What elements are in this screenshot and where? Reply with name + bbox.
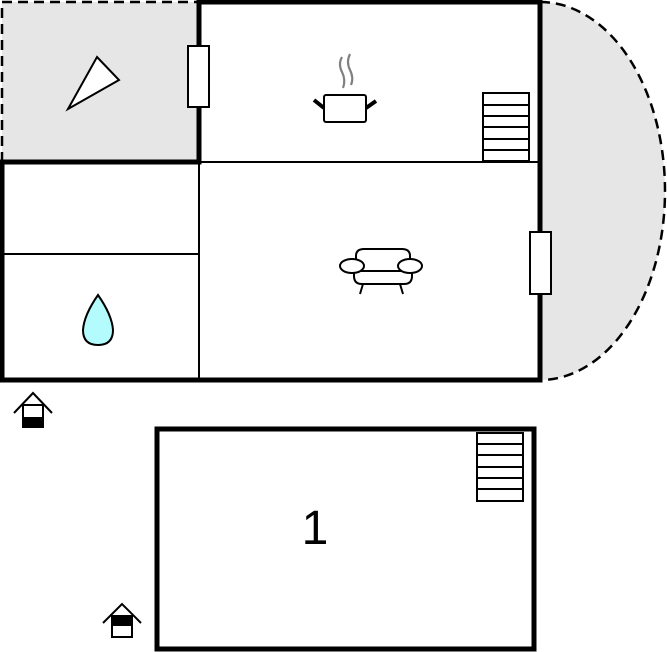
terrace-triangle-icon [65,55,121,112]
lower-level [154,426,537,652]
sofa-icon [339,248,423,295]
stairs-icon [476,432,524,502]
door-terrace-right [529,231,552,295]
terrace-left [0,0,199,162]
entrance-house-icon [102,602,142,638]
stairs-icon [482,92,530,162]
water-drop-icon [81,293,115,347]
door-terrace-left [187,45,210,108]
terrace-right [539,0,667,382]
main-building-walls [0,0,543,383]
level-label: 1 [301,502,329,555]
cooking-pot-icon [312,53,378,123]
entrance-house-icon [13,391,53,428]
